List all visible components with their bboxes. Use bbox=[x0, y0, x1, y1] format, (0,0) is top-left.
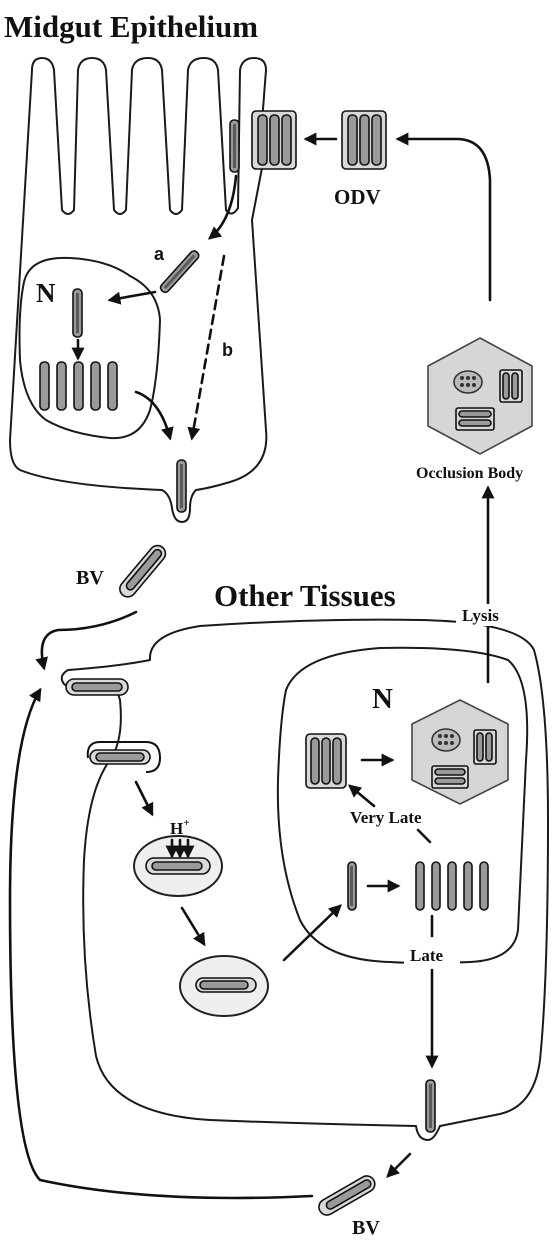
odv-label: ODV bbox=[334, 185, 381, 209]
pathway-b-label: b bbox=[222, 340, 233, 360]
very-late-label: Very Late bbox=[350, 808, 422, 827]
proton-label: H+ bbox=[170, 817, 190, 838]
entering-nucleocapsid bbox=[230, 120, 239, 172]
cytoplasmic-nucleocapsid bbox=[159, 249, 200, 294]
budded-virus-top bbox=[117, 542, 169, 600]
endosome-virus bbox=[146, 858, 210, 874]
tissue-progeny-nucleocapsids bbox=[416, 862, 488, 910]
late-label: Late bbox=[410, 946, 444, 965]
pathway-a-label: a bbox=[154, 244, 165, 264]
very-late-connector bbox=[418, 830, 430, 842]
fusion-arrow bbox=[182, 908, 204, 944]
nuclear-entry-arrow bbox=[284, 906, 340, 960]
very-late-arrow bbox=[350, 786, 374, 806]
midgut-epithelium-title: Midgut Epithelium bbox=[4, 9, 258, 44]
budded-virus-bottom-label: BV bbox=[352, 1217, 380, 1239]
budding-nucleocapsid bbox=[177, 460, 186, 512]
tissue-budding-nucleocapsid bbox=[426, 1080, 435, 1132]
attached-budded-virus bbox=[66, 679, 128, 695]
progeny-nucleocapsids bbox=[40, 362, 117, 410]
nucleocapsid-transport-arrow bbox=[210, 176, 236, 238]
endocytosis-arrow bbox=[136, 782, 152, 814]
pathway-b-arrow bbox=[192, 256, 224, 438]
odv-particle bbox=[342, 111, 386, 169]
midgut-nucleus-label: N bbox=[36, 278, 56, 308]
occlusion-body-nuclear bbox=[412, 700, 508, 804]
occlusion-body-released bbox=[428, 338, 532, 454]
lysis-label: Lysis bbox=[462, 606, 499, 625]
bv-release-arrow bbox=[388, 1154, 410, 1176]
fusing-odv bbox=[252, 111, 296, 169]
released-nucleocapsid bbox=[196, 978, 256, 992]
tissue-nucleus-outline bbox=[278, 648, 527, 963]
other-tissue-cell-outline bbox=[62, 620, 548, 1140]
budded-virus-bottom bbox=[316, 1173, 378, 1218]
nuclear-import-arrow bbox=[110, 292, 155, 300]
endocytosing-budded-virus bbox=[88, 742, 160, 772]
ob-to-odv-arrow bbox=[398, 139, 490, 300]
other-tissues-title: Other Tissues bbox=[214, 578, 396, 613]
nuclear-odv bbox=[306, 734, 346, 788]
budded-virus-top-label: BV bbox=[76, 567, 104, 589]
tissue-nucleus-label: N bbox=[372, 683, 393, 715]
occlusion-body-label: Occlusion Body bbox=[416, 465, 523, 482]
nuclear-nucleocapsid bbox=[73, 289, 82, 337]
bv-to-tissue-arrow bbox=[42, 612, 136, 668]
tissue-nuclear-nucleocapsid bbox=[348, 862, 356, 910]
